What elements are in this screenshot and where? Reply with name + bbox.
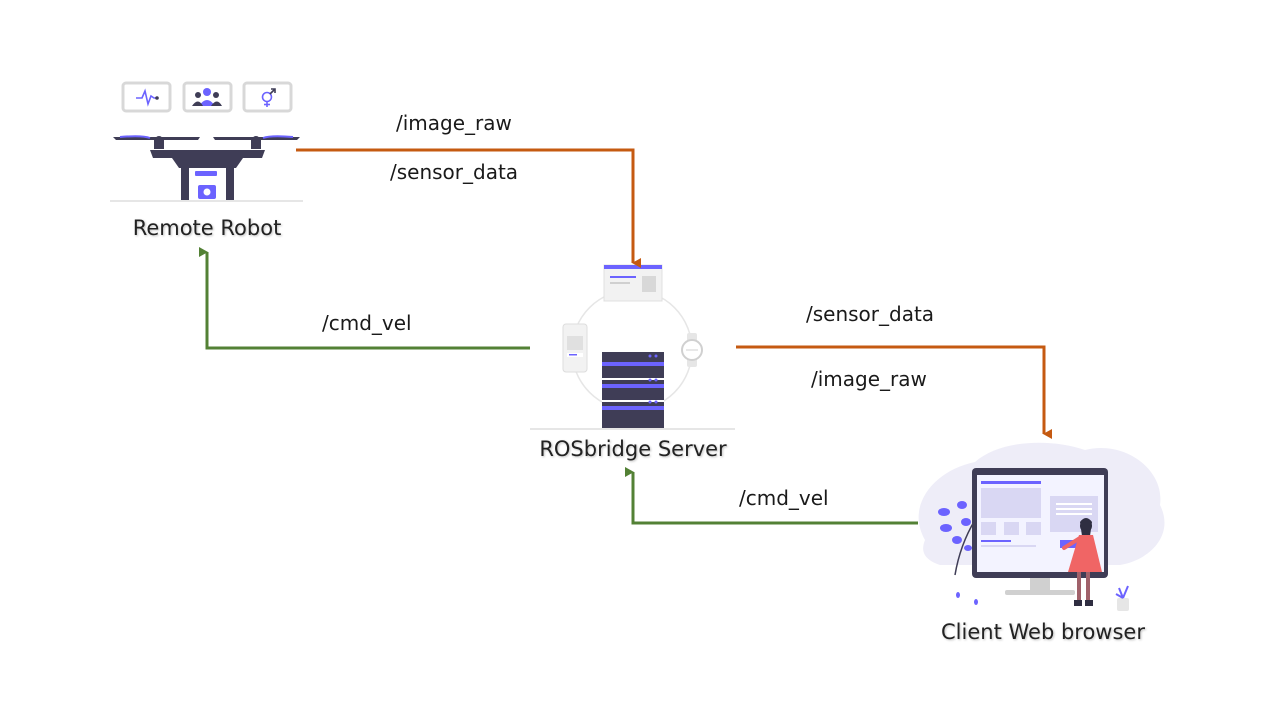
edge-server-to-client bbox=[736, 345, 1052, 439]
person-icon bbox=[1062, 518, 1102, 606]
users-icon bbox=[182, 81, 233, 113]
robot-node bbox=[110, 81, 303, 202]
pot-plant-icon bbox=[1115, 585, 1129, 611]
client-node bbox=[918, 442, 1165, 611]
robot-label: Remote Robot bbox=[132, 216, 282, 240]
edge-label-image-raw-2: /image_raw bbox=[811, 367, 927, 391]
edge-label-image-raw-1: /image_raw bbox=[396, 111, 512, 135]
edge-label-cmd-vel-2: /cmd_vel bbox=[739, 486, 829, 510]
edge-server-to-robot bbox=[199, 247, 530, 350]
server-node bbox=[530, 264, 735, 430]
edge-robot-to-server bbox=[296, 148, 641, 268]
watch-icon bbox=[681, 333, 703, 367]
client-label: Client Web browser bbox=[941, 620, 1145, 644]
heartbeat-icon bbox=[121, 81, 172, 113]
edge-label-sensor-data-1: /sensor_data bbox=[390, 160, 519, 184]
browser-card-icon bbox=[603, 264, 663, 302]
edge-label-sensor-data-2: /sensor_data bbox=[806, 302, 935, 326]
gender-icon bbox=[242, 81, 293, 113]
edge-client-to-server bbox=[625, 467, 918, 525]
plant-icon bbox=[938, 501, 978, 605]
phone-icon bbox=[562, 323, 588, 373]
server-label: ROSbridge Server bbox=[539, 437, 727, 461]
edge-label-cmd-vel-1: /cmd_vel bbox=[322, 311, 412, 335]
drone-icon bbox=[110, 135, 303, 202]
server-rack-icon bbox=[530, 352, 735, 430]
